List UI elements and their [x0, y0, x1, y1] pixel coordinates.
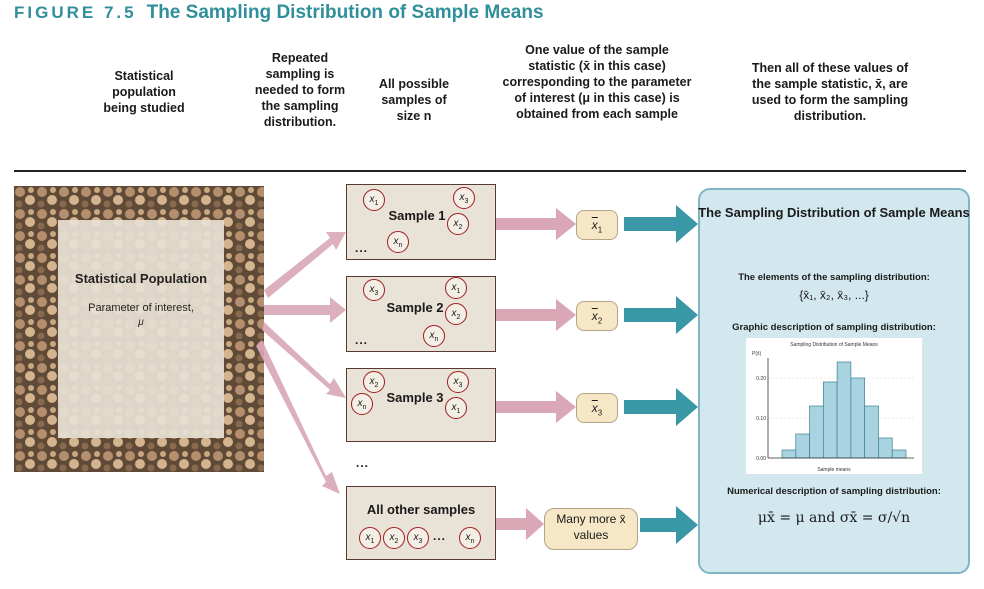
figure-title-text: The Sampling Distribution of Sample Mean… — [146, 2, 544, 23]
header-sampling-distribution: Then all of these values of the sample s… — [751, 61, 909, 123]
population-title: Statistical Population — [74, 271, 208, 286]
sample-label-2: Sample 2 — [386, 300, 444, 315]
sample-label-1: Sample 1 — [388, 208, 446, 223]
arrow-to-other-samples — [256, 340, 340, 494]
histogram-bar-4 — [822, 381, 838, 459]
element-x3: x3 — [407, 527, 429, 549]
population-panel: Statistical Population Parameter of inte… — [58, 220, 224, 438]
histogram-ytick-label: 0.10 — [756, 416, 766, 422]
element-xn: xn — [387, 231, 409, 253]
panel-title: The Sampling Distribution of Sample Mean… — [698, 205, 970, 220]
population-image: Statistical Population Parameter of inte… — [14, 186, 264, 472]
figure-label: FIGURE 7.5 — [14, 3, 137, 22]
histogram-bar-1 — [781, 449, 797, 459]
elements-ellipsis: ... — [433, 529, 447, 543]
parameter-label: Parameter of interest, — [88, 302, 194, 314]
arrow-more-panel — [640, 506, 698, 544]
arrow-to-sample-3 — [262, 322, 346, 398]
many-more-values-box: Many more x̄ values — [544, 508, 638, 550]
element-x1: x1 — [445, 277, 467, 299]
header-divider — [14, 170, 966, 172]
element-xn: xn — [459, 527, 481, 549]
arrow-to-sample-2 — [264, 297, 346, 323]
header-population: Statistical population being studied — [103, 69, 185, 115]
histogram-bar-7 — [864, 405, 879, 459]
arrow-xbar2-panel — [624, 296, 698, 334]
arrow-xbar3-panel — [624, 388, 698, 426]
histogram-bar-2 — [795, 433, 810, 459]
element-x3: x3 — [447, 371, 469, 393]
histogram-bar-6 — [850, 377, 866, 459]
histogram: Sampling Distribution of Sample Means P(… — [746, 338, 922, 474]
sample-box-2: x3 x1 x2 xn Sample 2 ... — [346, 276, 496, 352]
histogram-title: Sampling Distribution of Sample Means — [790, 342, 878, 348]
numerical-label: Numerical description of sampling distri… — [727, 486, 941, 497]
histogram-xlabel: Sample means — [817, 467, 851, 473]
element-x3: x3 — [363, 279, 385, 301]
element-xn: xn — [423, 325, 445, 347]
sample-box-1: x1 x3 x2 xn Sample 1 ... — [346, 184, 496, 260]
element-x3: x3 — [453, 187, 475, 209]
histogram-ylabel: P(x̄) — [752, 351, 762, 357]
arrow-to-sample-1 — [264, 232, 346, 298]
header-repeated-sampling: Repeated sampling is needed to form the … — [254, 51, 346, 129]
element-x1: x1 — [359, 527, 381, 549]
histogram-ytick-label: 0.00 — [756, 456, 766, 462]
sample-ellipsis: ... — [355, 333, 369, 347]
sample-box-3: x2 x3 xn x1 Sample 3 — [346, 368, 496, 442]
xbar-2: x2 — [576, 301, 618, 331]
more-samples-ellipsis: ... — [356, 456, 370, 470]
sample-ellipsis: ... — [355, 241, 369, 255]
element-xn: xn — [351, 393, 373, 415]
element-x2: x2 — [445, 303, 467, 325]
histogram-bar-5 — [836, 361, 852, 459]
arrow-sample3-xbar — [496, 391, 576, 423]
element-x1: x1 — [363, 189, 385, 211]
element-x1: x1 — [445, 397, 467, 419]
elements-set: {x̄₁, x̄₂, x̄₃, ...} — [799, 288, 869, 302]
histogram-bar-9 — [891, 449, 907, 459]
other-samples-box: All other samples x1 x2 x3 ... xn — [346, 486, 496, 560]
arrow-other-more — [496, 508, 544, 540]
histogram-bar-8 — [878, 437, 893, 459]
header-all-samples: All possible samples of size n — [378, 77, 450, 123]
element-x2: x2 — [383, 527, 405, 549]
arrow-sample2-xbar — [496, 299, 576, 331]
element-x2: x2 — [447, 213, 469, 235]
histogram-ytick-label: 0.20 — [756, 376, 766, 382]
header-sample-statistic: One value of the sample statistic (x̄ in… — [502, 43, 692, 121]
figure-title: FIGURE 7.5 The Sampling Distribution of S… — [14, 2, 544, 24]
arrow-sample1-xbar — [496, 208, 576, 240]
sample-label-3: Sample 3 — [386, 390, 444, 405]
element-x2: x2 — [363, 371, 385, 393]
elements-label: The elements of the sampling distributio… — [738, 272, 930, 283]
xbar-1: x1 — [576, 210, 618, 240]
histogram-bar-3 — [809, 405, 824, 459]
sampling-formula: μx̄ = μ and σx̄ = σ/√n — [757, 510, 911, 526]
xbar-3: x3 — [576, 393, 618, 423]
graphic-label: Graphic description of sampling distribu… — [732, 322, 936, 333]
parameter-symbol: μ — [138, 317, 144, 328]
arrow-xbar1-panel — [624, 205, 698, 243]
other-samples-label: All other samples — [366, 502, 476, 517]
